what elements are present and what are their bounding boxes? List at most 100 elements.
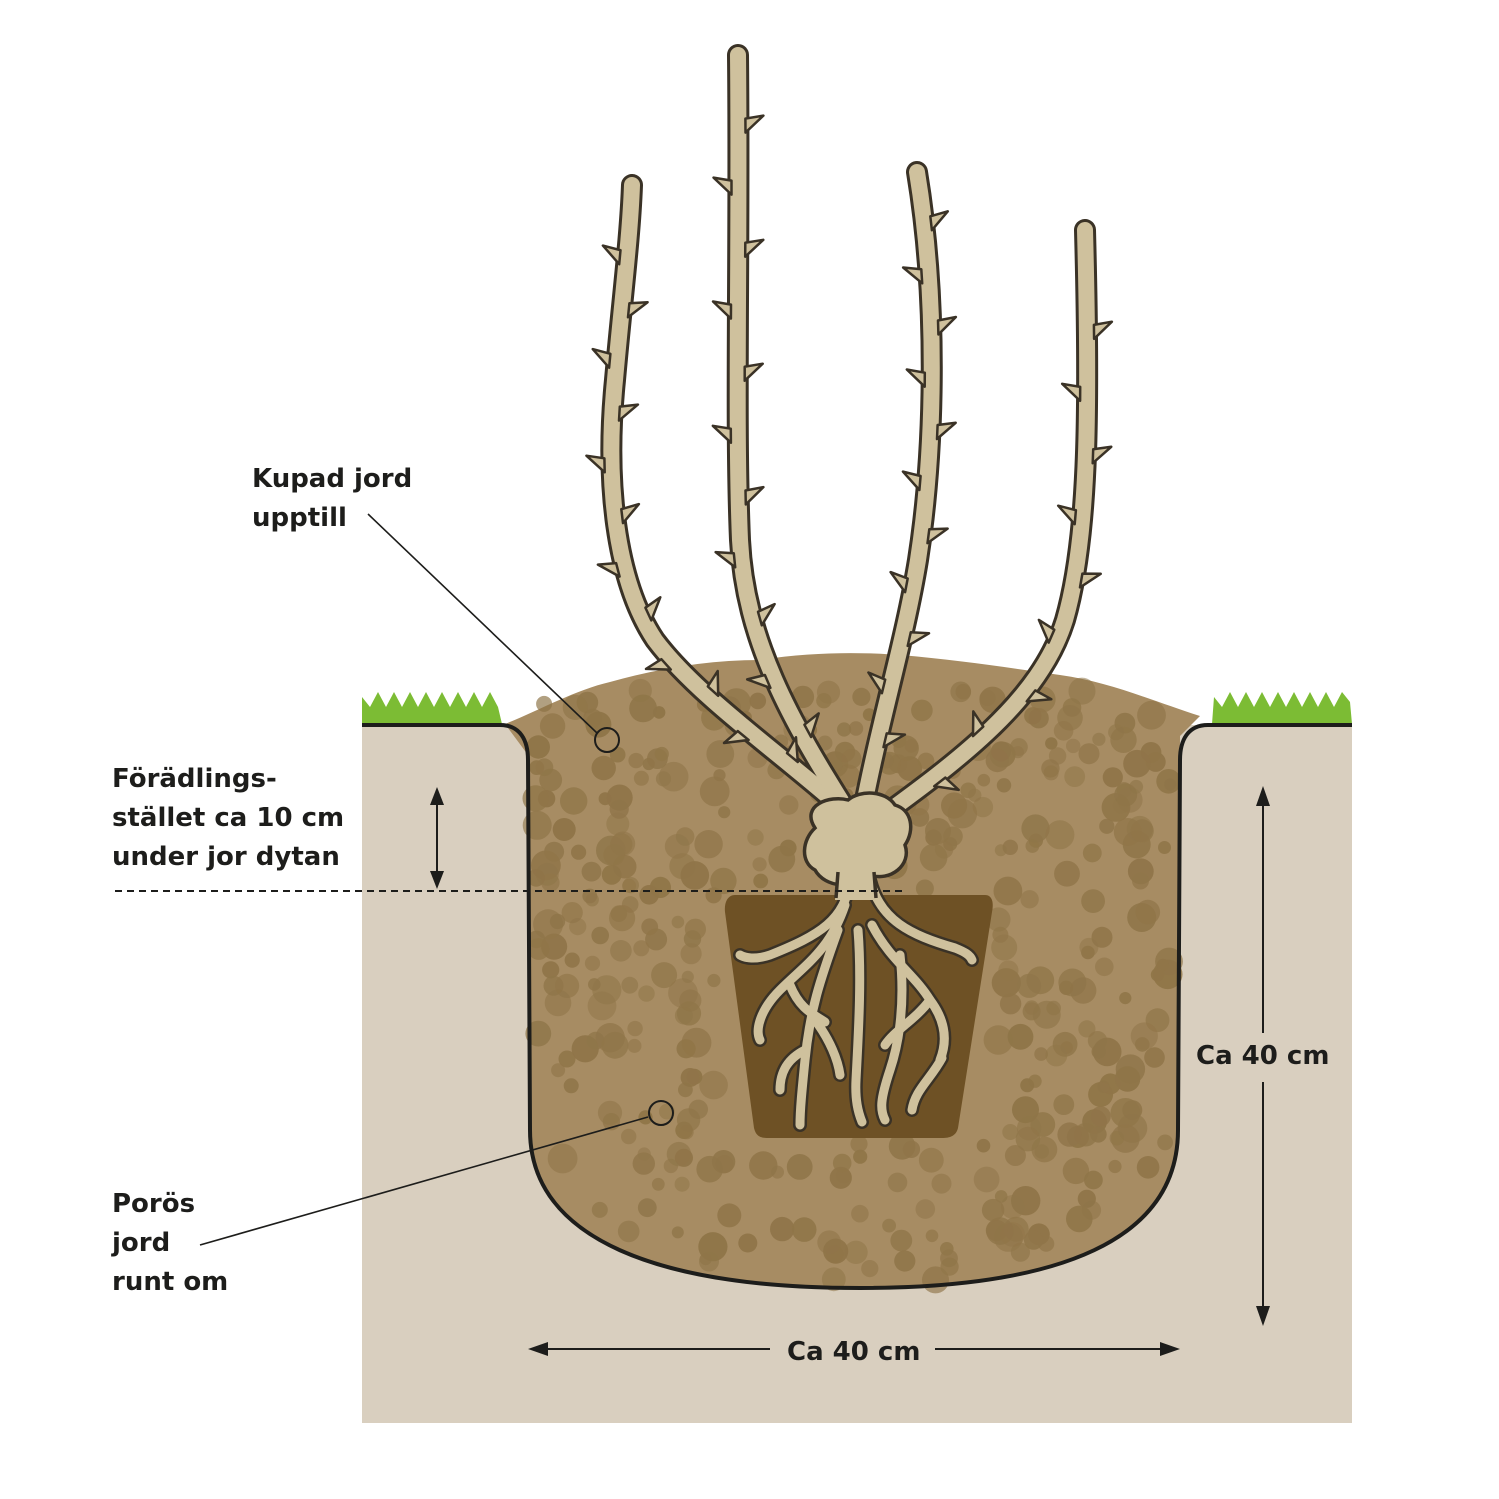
soil-spot xyxy=(917,752,935,770)
soil-spot xyxy=(770,1216,795,1242)
thorn xyxy=(591,347,612,369)
thorn xyxy=(711,424,733,444)
kupad-label-line1: Kupad jord xyxy=(252,464,412,494)
soil-spot xyxy=(706,740,735,768)
stem xyxy=(729,47,858,823)
soil-spot xyxy=(1123,749,1151,778)
soil-spot xyxy=(1057,1122,1082,1147)
soil-spot xyxy=(791,1217,817,1242)
soil-spot xyxy=(1092,732,1106,746)
soil-spot xyxy=(562,694,588,721)
graft-union xyxy=(802,791,913,887)
soil-spot xyxy=(1062,1157,1090,1185)
thorn xyxy=(889,570,909,594)
soil-spot xyxy=(1135,1037,1150,1052)
thorn xyxy=(785,736,800,764)
soil-spot xyxy=(1053,1094,1075,1115)
soil-spot xyxy=(581,861,602,882)
soil-spot xyxy=(603,844,625,866)
soil-spot xyxy=(852,687,871,707)
soil-spot xyxy=(1079,937,1099,957)
soil-spot xyxy=(1054,860,1080,887)
soil-spot xyxy=(655,771,672,787)
soil-spot xyxy=(1012,1096,1039,1124)
soil-spot xyxy=(1132,872,1149,890)
thorn xyxy=(617,403,640,422)
width-arrow xyxy=(528,1342,1180,1356)
thorn xyxy=(1056,504,1078,526)
soil-spot xyxy=(1145,1008,1170,1033)
graft-depth-arrow xyxy=(430,787,444,889)
soil-spot xyxy=(533,909,564,940)
soil-spot xyxy=(821,1267,846,1292)
soil-spot xyxy=(641,918,659,936)
soil-spot xyxy=(1082,843,1102,863)
soil-spot xyxy=(738,1233,758,1253)
soil-spot xyxy=(1007,1023,1034,1050)
soil-spot xyxy=(606,812,630,836)
soil-spot xyxy=(558,1050,576,1068)
thorn xyxy=(712,176,733,196)
soil-spot xyxy=(890,1229,913,1252)
soil-spot xyxy=(555,973,580,999)
soil-spot xyxy=(674,1148,694,1167)
soil-spot xyxy=(985,748,1009,773)
soil-spot xyxy=(994,1190,1008,1203)
soil-spot xyxy=(1081,889,1105,913)
foradling-label-line1: Förädlings- xyxy=(112,764,277,794)
soil-spot xyxy=(910,808,930,827)
soil-spot xyxy=(1031,1136,1058,1163)
soil-spot xyxy=(713,769,726,782)
soil-spot xyxy=(972,796,994,818)
soil-spot xyxy=(893,735,919,761)
soil-spot xyxy=(986,907,1011,932)
soil-spot xyxy=(1150,968,1165,982)
foradling-label-line2: stället ca 10 cm xyxy=(112,803,344,833)
soil-spot xyxy=(1064,766,1086,787)
soil-spot xyxy=(591,926,609,945)
soil-spot xyxy=(786,1154,813,1180)
soil-spot xyxy=(699,1070,728,1100)
soil-spot xyxy=(627,1020,643,1037)
soil-spot xyxy=(829,1166,852,1189)
soil-spot xyxy=(950,681,971,703)
soil-spot xyxy=(1057,705,1083,731)
stem xyxy=(854,164,940,823)
soil-spot xyxy=(1078,743,1100,765)
soil-spot xyxy=(637,1198,657,1218)
stem xyxy=(603,177,863,828)
soil-spot xyxy=(1136,1156,1160,1179)
soil-spot xyxy=(1092,1037,1122,1067)
thorn xyxy=(905,368,927,388)
soil-spot xyxy=(918,1147,944,1173)
rose-stems xyxy=(603,47,1096,833)
thorn xyxy=(745,673,772,690)
roots-fill xyxy=(735,875,977,1130)
soil-spot xyxy=(851,1204,869,1223)
soil-spot xyxy=(671,915,685,929)
soil-spot xyxy=(991,934,1018,961)
soil-spot xyxy=(621,1128,637,1145)
soil-spot xyxy=(1058,968,1087,997)
graft-trunk xyxy=(835,870,878,900)
soil-spot xyxy=(1010,1186,1041,1216)
soil-spot xyxy=(651,962,678,989)
thorn xyxy=(1078,572,1102,589)
thorn xyxy=(722,729,750,745)
soil-spot xyxy=(694,830,723,859)
thorn xyxy=(706,669,720,698)
soil-spot xyxy=(1078,1020,1096,1038)
thorn xyxy=(803,712,820,739)
soil-spot xyxy=(976,1138,991,1153)
thorn xyxy=(714,550,737,569)
thorn xyxy=(596,561,621,578)
soil-spot xyxy=(816,693,832,709)
soil-spot xyxy=(717,1203,742,1228)
soil-spot xyxy=(591,755,616,781)
soil-spot xyxy=(680,861,710,890)
soil-spot xyxy=(560,787,588,815)
soil-spot xyxy=(675,827,695,846)
soil-spot xyxy=(940,1257,959,1276)
soil-spot xyxy=(887,1172,908,1193)
soil-spot xyxy=(627,1038,642,1053)
